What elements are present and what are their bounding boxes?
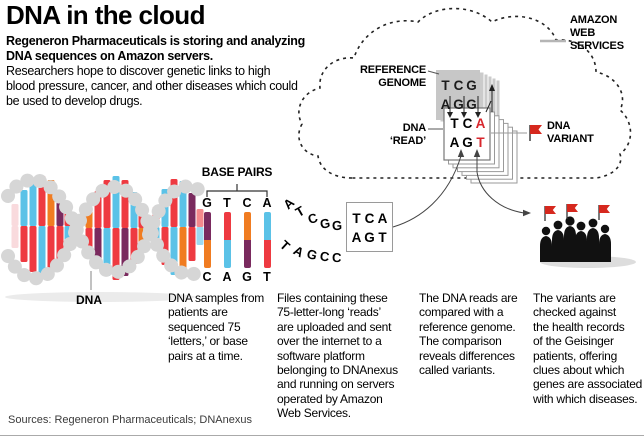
- base-pair-bar: [263, 212, 271, 268]
- genome-letter: A: [440, 97, 451, 112]
- variant-curve: [476, 171, 531, 217]
- caption-step-4: The variants are checked against the hea…: [533, 291, 643, 406]
- genome-letter: G: [453, 97, 464, 112]
- boxed-letter: A: [351, 230, 362, 245]
- cloud-outline: [298, 7, 632, 179]
- read-letter: C: [462, 116, 473, 131]
- source-line: Sources: Regeneron Pharmaceuticals; DNAn…: [8, 414, 252, 426]
- reference-genome-letters: T C G A G G: [439, 76, 478, 114]
- read-letter: T: [450, 116, 459, 131]
- boxed-letter: C: [364, 211, 375, 226]
- reference-genome-pointer-line: [427, 70, 440, 75]
- comparison-arrows: [447, 84, 495, 118]
- genome-letter: C: [453, 78, 464, 93]
- stream-letter: C: [331, 249, 342, 266]
- genome-letter: G: [466, 97, 477, 112]
- caption-step-2: Files containing these 75-letter-long ‘r…: [277, 291, 398, 421]
- read-sequence-box-letters: T C A A G T: [350, 209, 389, 247]
- dna-variant-label: DNA VARIANT: [547, 120, 594, 145]
- base-letter: G: [242, 270, 252, 284]
- base-pair-bar: [243, 212, 251, 268]
- deck-text: Regeneron Pharmaceuticals is storing and…: [6, 34, 305, 63]
- read-letter: A: [449, 135, 460, 150]
- boxed-letter: T: [378, 230, 387, 245]
- base-letter: G: [202, 196, 212, 210]
- stream-letter: G: [331, 217, 343, 234]
- base-pairs-columns: G C T A C G A T: [197, 196, 277, 284]
- base-letter: A: [222, 270, 232, 284]
- dna-read-letters: T C A A G T: [448, 114, 487, 152]
- read-letter-variant: A: [475, 116, 486, 131]
- dna-read-label: DNA ‘READ’: [389, 122, 426, 147]
- boxed-letter: A: [377, 211, 388, 226]
- boxed-letter: G: [364, 230, 375, 245]
- page-title: DNA in the cloud: [6, 0, 205, 30]
- helix-shadow: [5, 292, 195, 302]
- base-letter: C: [242, 196, 252, 210]
- base-pair-bar: [203, 212, 211, 268]
- boxed-letter: T: [352, 211, 361, 226]
- stream-letter: G: [318, 215, 332, 232]
- base-pair-bar: [223, 212, 231, 268]
- upload-curve: [392, 149, 481, 228]
- aws-label: AMAZON WEB SERVICES: [570, 14, 624, 52]
- caption-step-1: DNA samples from patients are sequenced …: [168, 291, 265, 363]
- base-letter: T: [263, 270, 271, 284]
- read-sequence-box: [346, 202, 393, 252]
- base-letter: C: [202, 270, 212, 284]
- dna-helix-strands: [1, 173, 206, 286]
- people-silhouettes: [540, 216, 611, 262]
- genome-letter: G: [466, 78, 477, 93]
- read-letter-variant: T: [476, 135, 485, 150]
- header: DNA in the cloud: [6, 0, 205, 31]
- base-pairs-label: BASE PAIRS: [201, 165, 273, 179]
- variant-flag-icon: [529, 125, 542, 141]
- intro-text: Researchers hope to discover genetic lin…: [6, 64, 298, 108]
- read-letter: G: [462, 135, 473, 150]
- base-pair-column: C G: [237, 196, 257, 284]
- dna-read-stack: [443, 107, 518, 184]
- caption-step-3: The DNA reads are compared with a refere…: [419, 291, 518, 377]
- base-pair-column: A T: [257, 196, 277, 284]
- base-letter: A: [262, 196, 272, 210]
- reference-genome-label: REFERENCE GENOME: [359, 64, 426, 89]
- patient-flag-icons: [544, 204, 610, 221]
- dna-helix-crossing-beads: [69, 222, 157, 237]
- base-pair-column: G C: [197, 196, 217, 284]
- dna-helix-label: DNA: [76, 293, 102, 307]
- base-pair-column: T A: [217, 196, 237, 284]
- base-letter: T: [223, 196, 231, 210]
- base-pairs-bracket: [206, 184, 268, 197]
- genome-letter: T: [441, 78, 450, 93]
